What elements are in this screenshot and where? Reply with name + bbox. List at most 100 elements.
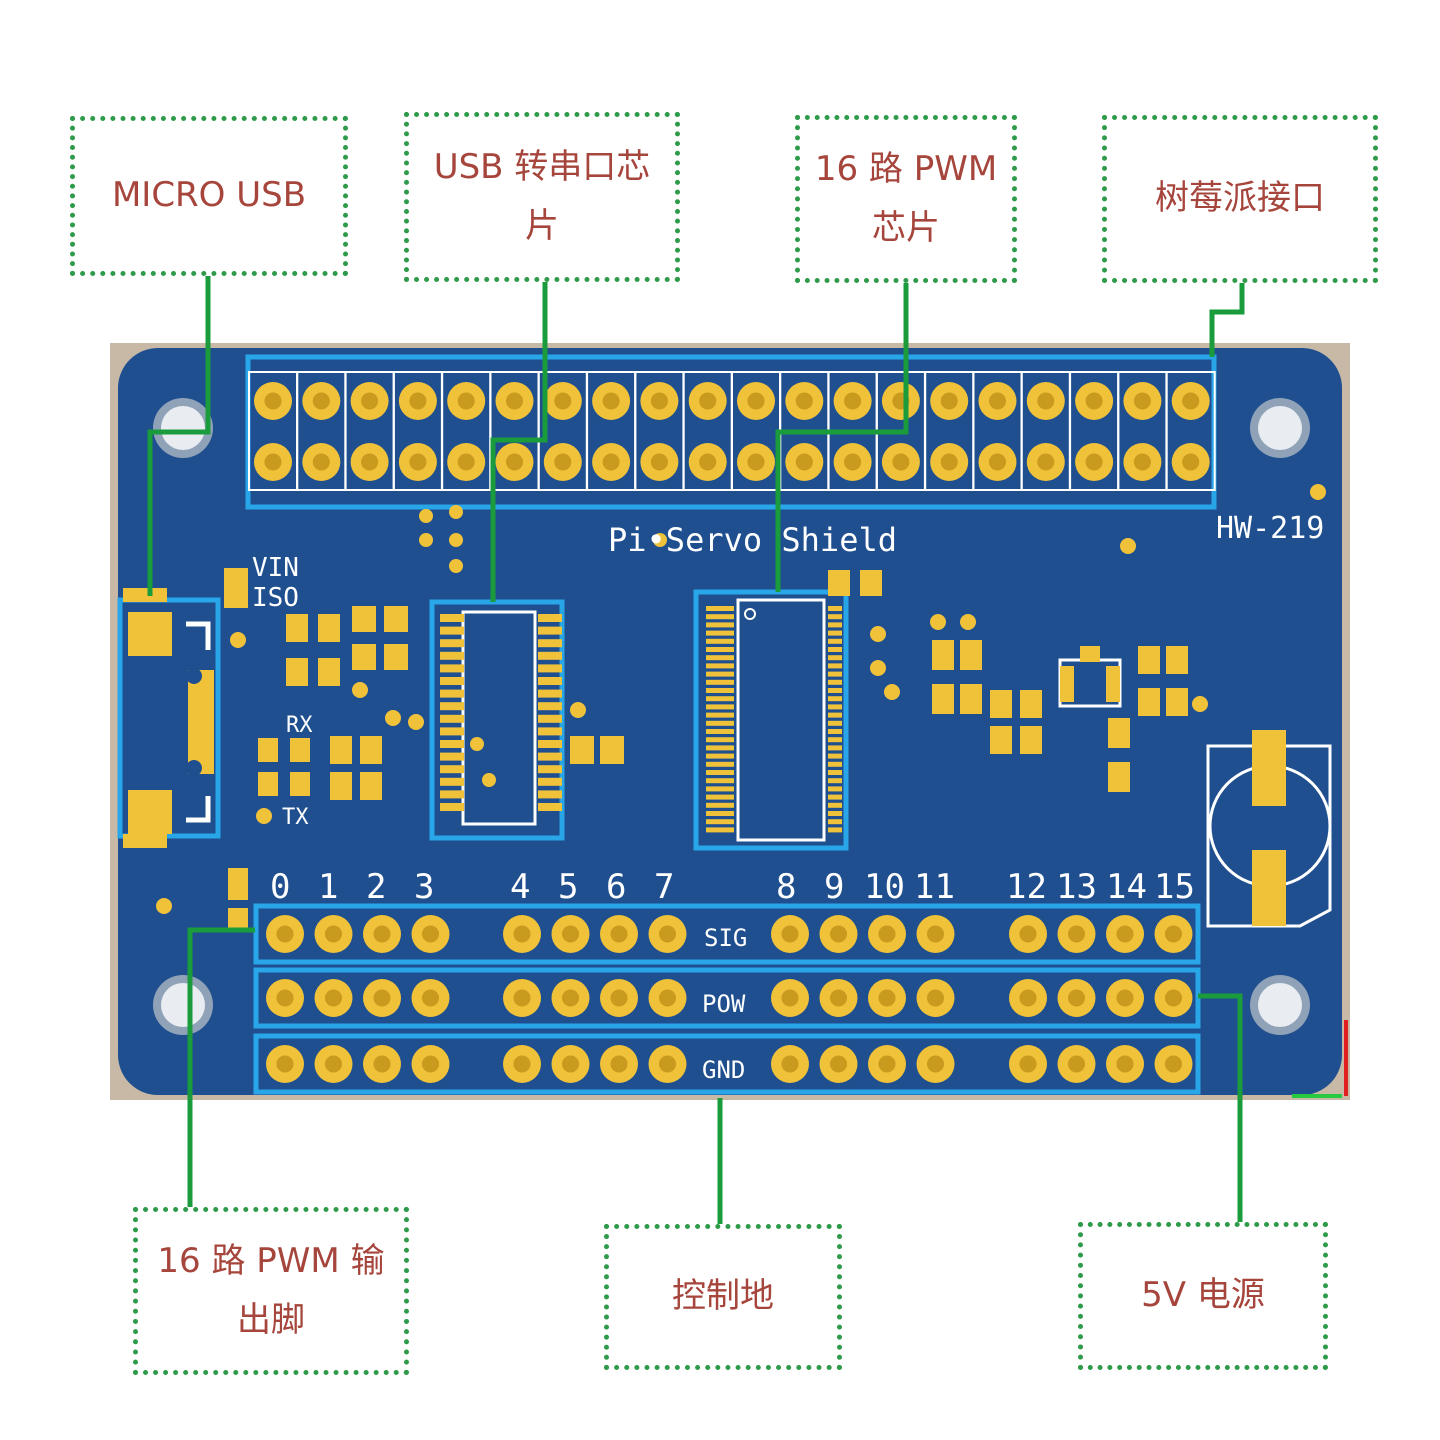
pin-hole: [829, 989, 848, 1007]
leader-lines: [147, 275, 1245, 1228]
ic-pad: [828, 655, 842, 661]
pin-hole: [795, 453, 813, 471]
ic-pad: [828, 729, 842, 734]
pin-hole: [699, 392, 717, 410]
channel-label: 1: [318, 867, 338, 907]
channel-label: 0: [270, 867, 290, 907]
through-hole-pin: [592, 382, 631, 420]
leader-usb-serial-chip: [490, 280, 548, 602]
ic-pad: [440, 727, 464, 736]
through-hole-pin: [266, 979, 304, 1017]
pin-hole: [747, 392, 765, 410]
through-hole-pin: [930, 382, 969, 420]
pin-hole: [264, 453, 282, 471]
vin-label: VIN: [252, 553, 299, 583]
through-hole-pin: [495, 382, 534, 420]
through-hole-pin: [363, 915, 401, 953]
smd-pad: [1138, 646, 1160, 674]
pin-hole: [324, 989, 343, 1007]
smd-pad: [286, 614, 308, 642]
via: [449, 559, 463, 573]
ic-pad: [706, 786, 734, 792]
pin-hole: [878, 925, 896, 943]
ic-pad: [706, 671, 734, 677]
ic-pad: [440, 626, 464, 635]
usb-serial-chip-pads-right: [538, 614, 562, 811]
through-hole-pin: [363, 979, 401, 1017]
smd-pad: [318, 614, 340, 642]
through-hole-pin: [771, 915, 809, 953]
ic-pad: [828, 794, 842, 800]
pin-hole: [409, 392, 427, 410]
pin-hole: [421, 989, 440, 1007]
via: [449, 505, 463, 519]
through-hole-pin: [592, 443, 631, 481]
battery-pad: [1252, 730, 1286, 806]
pin-hole: [1133, 453, 1151, 471]
pow-row-label: POW: [702, 990, 746, 1018]
smd-pad: [290, 738, 310, 762]
via: [884, 684, 900, 700]
via: [570, 702, 586, 718]
ic-pad: [706, 647, 734, 652]
gpio-header-pins: [248, 371, 1216, 491]
through-hole-pin: [1009, 979, 1047, 1017]
pin-hole: [513, 925, 531, 943]
pin-hole: [940, 392, 958, 410]
ic-pad: [828, 819, 842, 825]
ic-pad: [706, 720, 734, 726]
through-hole-pin: [363, 1045, 401, 1083]
ic-pad: [538, 777, 562, 786]
ic-pad: [828, 811, 842, 816]
smd-pad: [960, 640, 982, 670]
usb-serial-chip-pads-left: [440, 614, 464, 811]
pin1-marker: [744, 608, 756, 620]
through-hole-pin: [771, 1045, 809, 1083]
channel-label: 7: [654, 867, 674, 907]
model-label: HW-219: [1216, 511, 1324, 546]
smd-pad: [352, 606, 376, 632]
ic-pad: [706, 737, 734, 743]
ic-pad: [706, 663, 734, 669]
through-hole-pin: [1154, 915, 1193, 953]
rx-label: RX: [286, 713, 313, 738]
callout-pwm-chip: 16 路 PWM 芯片: [795, 115, 1017, 283]
ic-pad: [706, 778, 734, 784]
via: [449, 533, 463, 547]
ic-pad: [440, 714, 464, 723]
through-hole-pin: [1106, 915, 1144, 953]
through-hole-pin: [495, 443, 534, 481]
ic-pad: [538, 651, 562, 660]
pin-hole: [554, 453, 572, 471]
ic-pad: [706, 622, 734, 628]
callout-control-ground-text: 控制地: [672, 1276, 774, 1317]
channel-label: 13: [1056, 867, 1097, 907]
pin-hole: [373, 925, 391, 943]
usb-signal-pads: [188, 670, 214, 774]
smd-pad: [330, 772, 352, 800]
through-hole-pin: [600, 915, 638, 953]
through-hole-pin: [266, 1045, 304, 1083]
ic-pad: [828, 696, 842, 702]
via: [1192, 696, 1208, 712]
ic-pad: [706, 745, 734, 751]
vias: [156, 484, 1326, 914]
smd-pad: [990, 690, 1012, 718]
through-hole-pin: [314, 915, 353, 953]
pin-hole: [1116, 1055, 1134, 1073]
micro-usb-connector: [117, 588, 221, 848]
through-hole-pin: [916, 979, 955, 1017]
smd-pad: [932, 640, 954, 670]
smd-pad: [932, 684, 954, 714]
via: [419, 509, 433, 523]
pin-hole: [1116, 925, 1134, 943]
callout-power-5v: 5V 电源: [1078, 1222, 1328, 1370]
ic-pad: [828, 622, 842, 628]
ic-pad: [706, 704, 734, 710]
smd-pad: [1020, 726, 1042, 754]
through-hole-pin: [1026, 382, 1065, 420]
pin-hole: [878, 1055, 896, 1073]
through-hole-pin: [868, 1045, 906, 1083]
through-hole-pin: [543, 382, 582, 420]
ic-pad: [538, 714, 562, 723]
